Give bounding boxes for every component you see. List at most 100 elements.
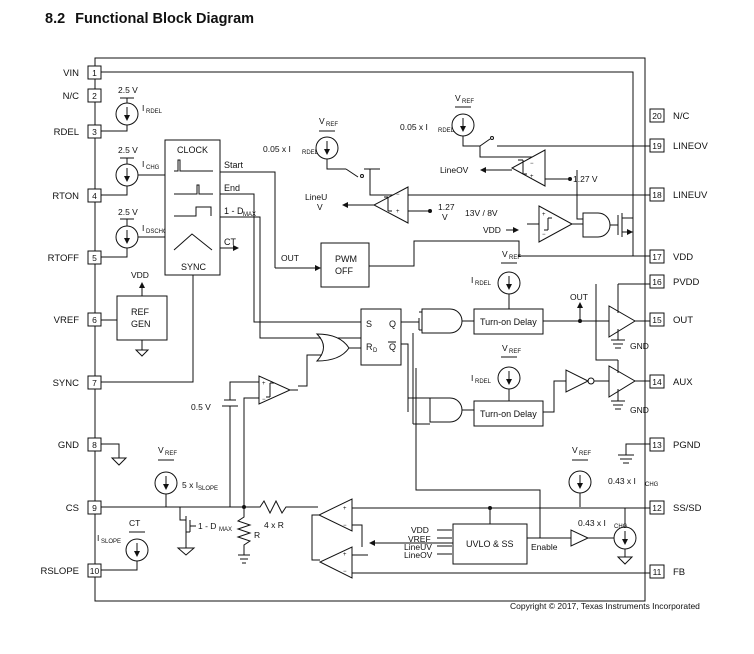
svg-text:REF: REF — [579, 451, 591, 457]
pin-14: 14 AUX — [649, 374, 693, 389]
ic-outline — [94, 57, 646, 602]
svg-text:RDEL: RDEL — [54, 127, 79, 138]
svg-text:RDEL: RDEL — [438, 128, 455, 134]
svg-text:15: 15 — [652, 315, 662, 325]
svg-text:REF: REF — [326, 122, 338, 128]
svg-text:PVDD: PVDD — [673, 277, 700, 288]
svg-text:VDD: VDD — [131, 270, 149, 280]
svg-text:UVLO & SS: UVLO & SS — [466, 539, 514, 549]
svg-text:REF: REF — [131, 307, 150, 317]
svg-text:0.5 V: 0.5 V — [191, 402, 211, 412]
svg-text:Turn-on Delay: Turn-on Delay — [480, 409, 537, 419]
svg-text:D: D — [373, 348, 378, 354]
svg-text:+: + — [542, 212, 546, 218]
svg-text:5: 5 — [92, 253, 97, 263]
svg-text:14: 14 — [652, 377, 662, 387]
svg-text:I: I — [142, 223, 144, 233]
svg-text:VDD: VDD — [673, 252, 693, 263]
svg-text:MAX: MAX — [243, 212, 256, 218]
svg-text:I: I — [97, 533, 99, 543]
svg-text:REF: REF — [165, 451, 177, 457]
svg-text:Q: Q — [389, 342, 396, 352]
pin-3: 3 RDEL — [54, 124, 102, 139]
svg-text:Q: Q — [389, 319, 396, 329]
svg-text:10: 10 — [90, 566, 100, 576]
svg-text:5 x I: 5 x I — [182, 480, 198, 490]
svg-text:RDEL: RDEL — [302, 150, 319, 156]
slope-comparator: +− 0.5 V — [191, 375, 298, 507]
svg-text:V: V — [158, 445, 164, 455]
svg-text:V: V — [317, 202, 323, 212]
pin-2: 2N/C — [63, 88, 102, 103]
svg-text:LINEUV: LINEUV — [673, 190, 708, 201]
svg-text:−: − — [396, 192, 400, 198]
svg-text:REF: REF — [509, 255, 521, 261]
svg-text:3: 3 — [92, 127, 97, 137]
svg-text:I: I — [471, 275, 473, 285]
svg-text:V: V — [455, 93, 461, 103]
svg-text:16: 16 — [652, 277, 662, 287]
svg-text:VREF: VREF — [54, 315, 80, 326]
svg-text:GND: GND — [630, 341, 649, 351]
svg-text:REF: REF — [509, 349, 521, 355]
svg-text:CHG: CHG — [146, 165, 160, 171]
svg-text:I: I — [142, 159, 144, 169]
svg-text:VIN: VIN — [63, 68, 79, 79]
svg-text:R: R — [254, 530, 260, 540]
svg-text:V: V — [502, 343, 508, 353]
svg-text:RDEL: RDEL — [475, 379, 492, 385]
svg-text:CHG: CHG — [645, 482, 659, 488]
svg-text:OUT: OUT — [281, 253, 299, 263]
svg-text:0.43 x I: 0.43 x I — [608, 476, 636, 486]
svg-text:AUX: AUX — [673, 377, 693, 388]
svg-text:I: I — [142, 103, 144, 113]
svg-text:N/C: N/C — [673, 111, 690, 122]
svg-text:1.27 V: 1.27 V — [573, 174, 598, 184]
svg-text:V: V — [502, 249, 508, 259]
svg-text:+: + — [343, 552, 347, 558]
section-number: 8.2 — [45, 11, 66, 27]
svg-text:7: 7 — [92, 378, 97, 388]
svg-text:−: − — [343, 569, 347, 575]
svg-text:0.43 x I: 0.43 x I — [578, 518, 606, 528]
svg-text:2.5 V: 2.5 V — [118, 145, 138, 155]
svg-text:RTON: RTON — [52, 191, 79, 202]
svg-text:RDEL: RDEL — [146, 109, 163, 115]
svg-text:S: S — [366, 319, 372, 329]
svg-text:V: V — [319, 116, 325, 126]
svg-text:VDD: VDD — [411, 525, 429, 535]
svg-text:PWM: PWM — [335, 254, 357, 264]
svg-text:DSCHG: DSCHG — [146, 229, 168, 235]
vdd-uvlo-section: 13V / 8V VDD +− — [465, 170, 634, 256]
pin-16: 16 PVDD — [649, 274, 700, 289]
uvlo-ss-block: UVLO & SS VDD VREF LineUV LineOV Enable … — [369, 368, 637, 565]
svg-text:CHG: CHG — [614, 524, 628, 530]
svg-text:6: 6 — [92, 315, 97, 325]
svg-text:MAX: MAX — [219, 527, 232, 533]
pwm-off-block: PWM OFF OUT — [275, 240, 650, 288]
pin-10: 10 RSLOPE — [40, 563, 102, 578]
svg-text:OUT: OUT — [673, 315, 693, 326]
svg-text:GND: GND — [58, 440, 79, 451]
svg-text:GEN: GEN — [131, 319, 151, 329]
svg-text:RSLOPE: RSLOPE — [40, 566, 79, 577]
svg-text:PGND: PGND — [673, 440, 701, 451]
pin-9: 9CS — [66, 500, 102, 515]
svg-text:+: + — [396, 209, 400, 215]
svg-text:+: + — [343, 506, 347, 512]
svg-text:−: − — [530, 161, 534, 167]
svg-text:0.05 x I: 0.05 x I — [400, 122, 428, 132]
